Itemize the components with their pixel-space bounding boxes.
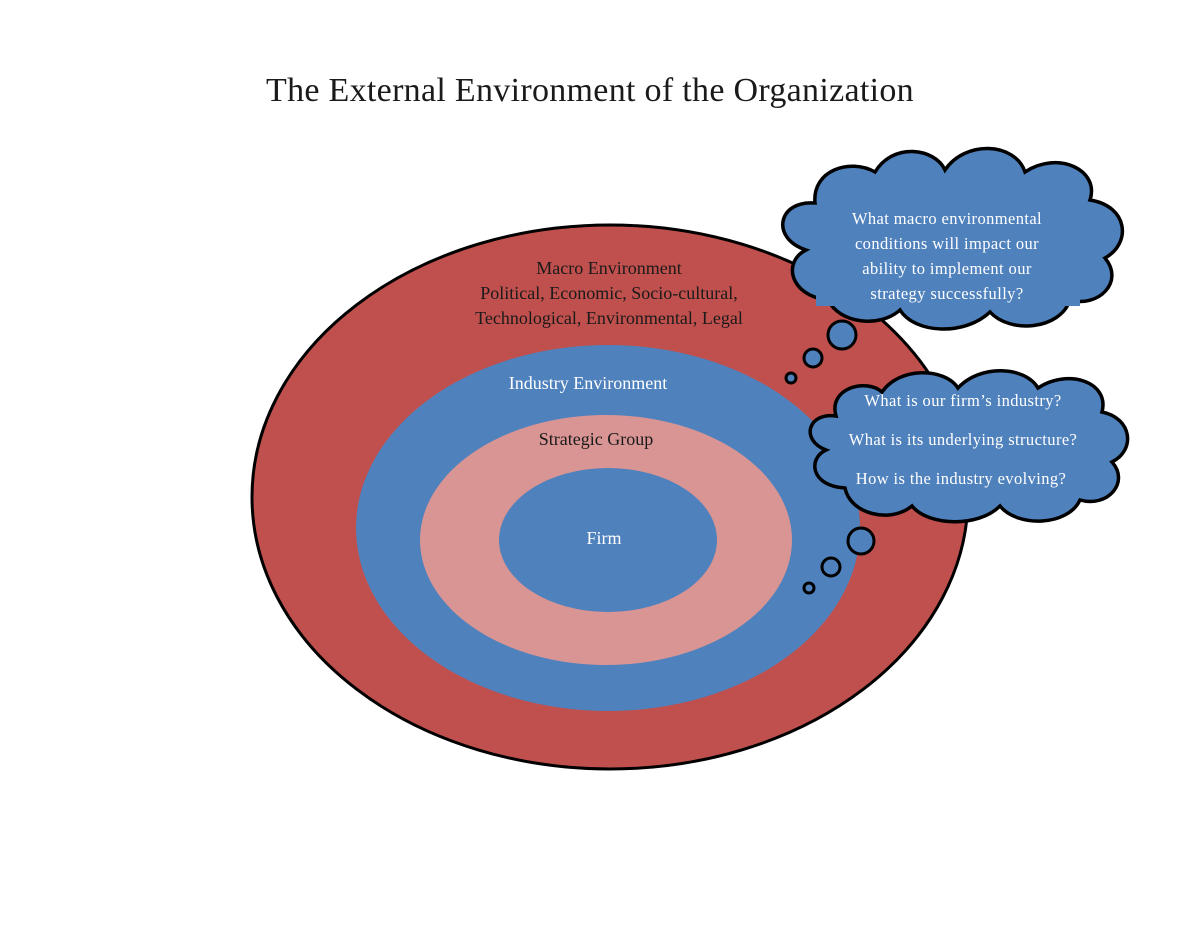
page-title: The External Environment of the Organiza… — [266, 72, 914, 109]
industry-question-line-1: What is our firm’s industry? — [864, 391, 1061, 410]
industry-question-cloud: What is our firm’s industry? What is its… — [808, 369, 1130, 524]
industry-environment-label: Industry Environment — [509, 373, 667, 393]
macro-thought-bubble-small — [784, 371, 798, 385]
macro-environment-label: Macro Environment — [536, 258, 681, 278]
firm-label: Firm — [586, 528, 621, 548]
industry-question-line-2: What is its underlying structure? — [849, 430, 1078, 449]
macro-cloud-textbox — [816, 206, 1080, 306]
macro-question-line-1: What macro environmental — [852, 209, 1042, 228]
firm-core — [499, 468, 717, 612]
industry-thought-bubble-large — [846, 526, 876, 556]
macro-question-line-4: strategy successfully? — [870, 284, 1023, 303]
macro-thought-bubble-large — [826, 319, 858, 351]
macro-factors-line-2: Technological, Environmental, Legal — [475, 308, 743, 328]
macro-question-line-2: conditions will impact our — [855, 234, 1039, 253]
industry-thought-bubble-medium — [820, 556, 842, 578]
industry-question-line-3: How is the industry evolving? — [856, 469, 1067, 488]
industry-thought-bubble-small — [802, 581, 816, 595]
strategic-group-label: Strategic Group — [539, 429, 653, 449]
macro-question-cloud: What macro environmental conditions will… — [781, 146, 1125, 331]
macro-thought-bubble-medium — [802, 347, 824, 369]
macro-factors-line-1: Political, Economic, Socio-cultural, — [480, 283, 737, 303]
macro-question-line-3: ability to implement our — [862, 259, 1032, 278]
industry-cloud-shape — [808, 369, 1130, 524]
